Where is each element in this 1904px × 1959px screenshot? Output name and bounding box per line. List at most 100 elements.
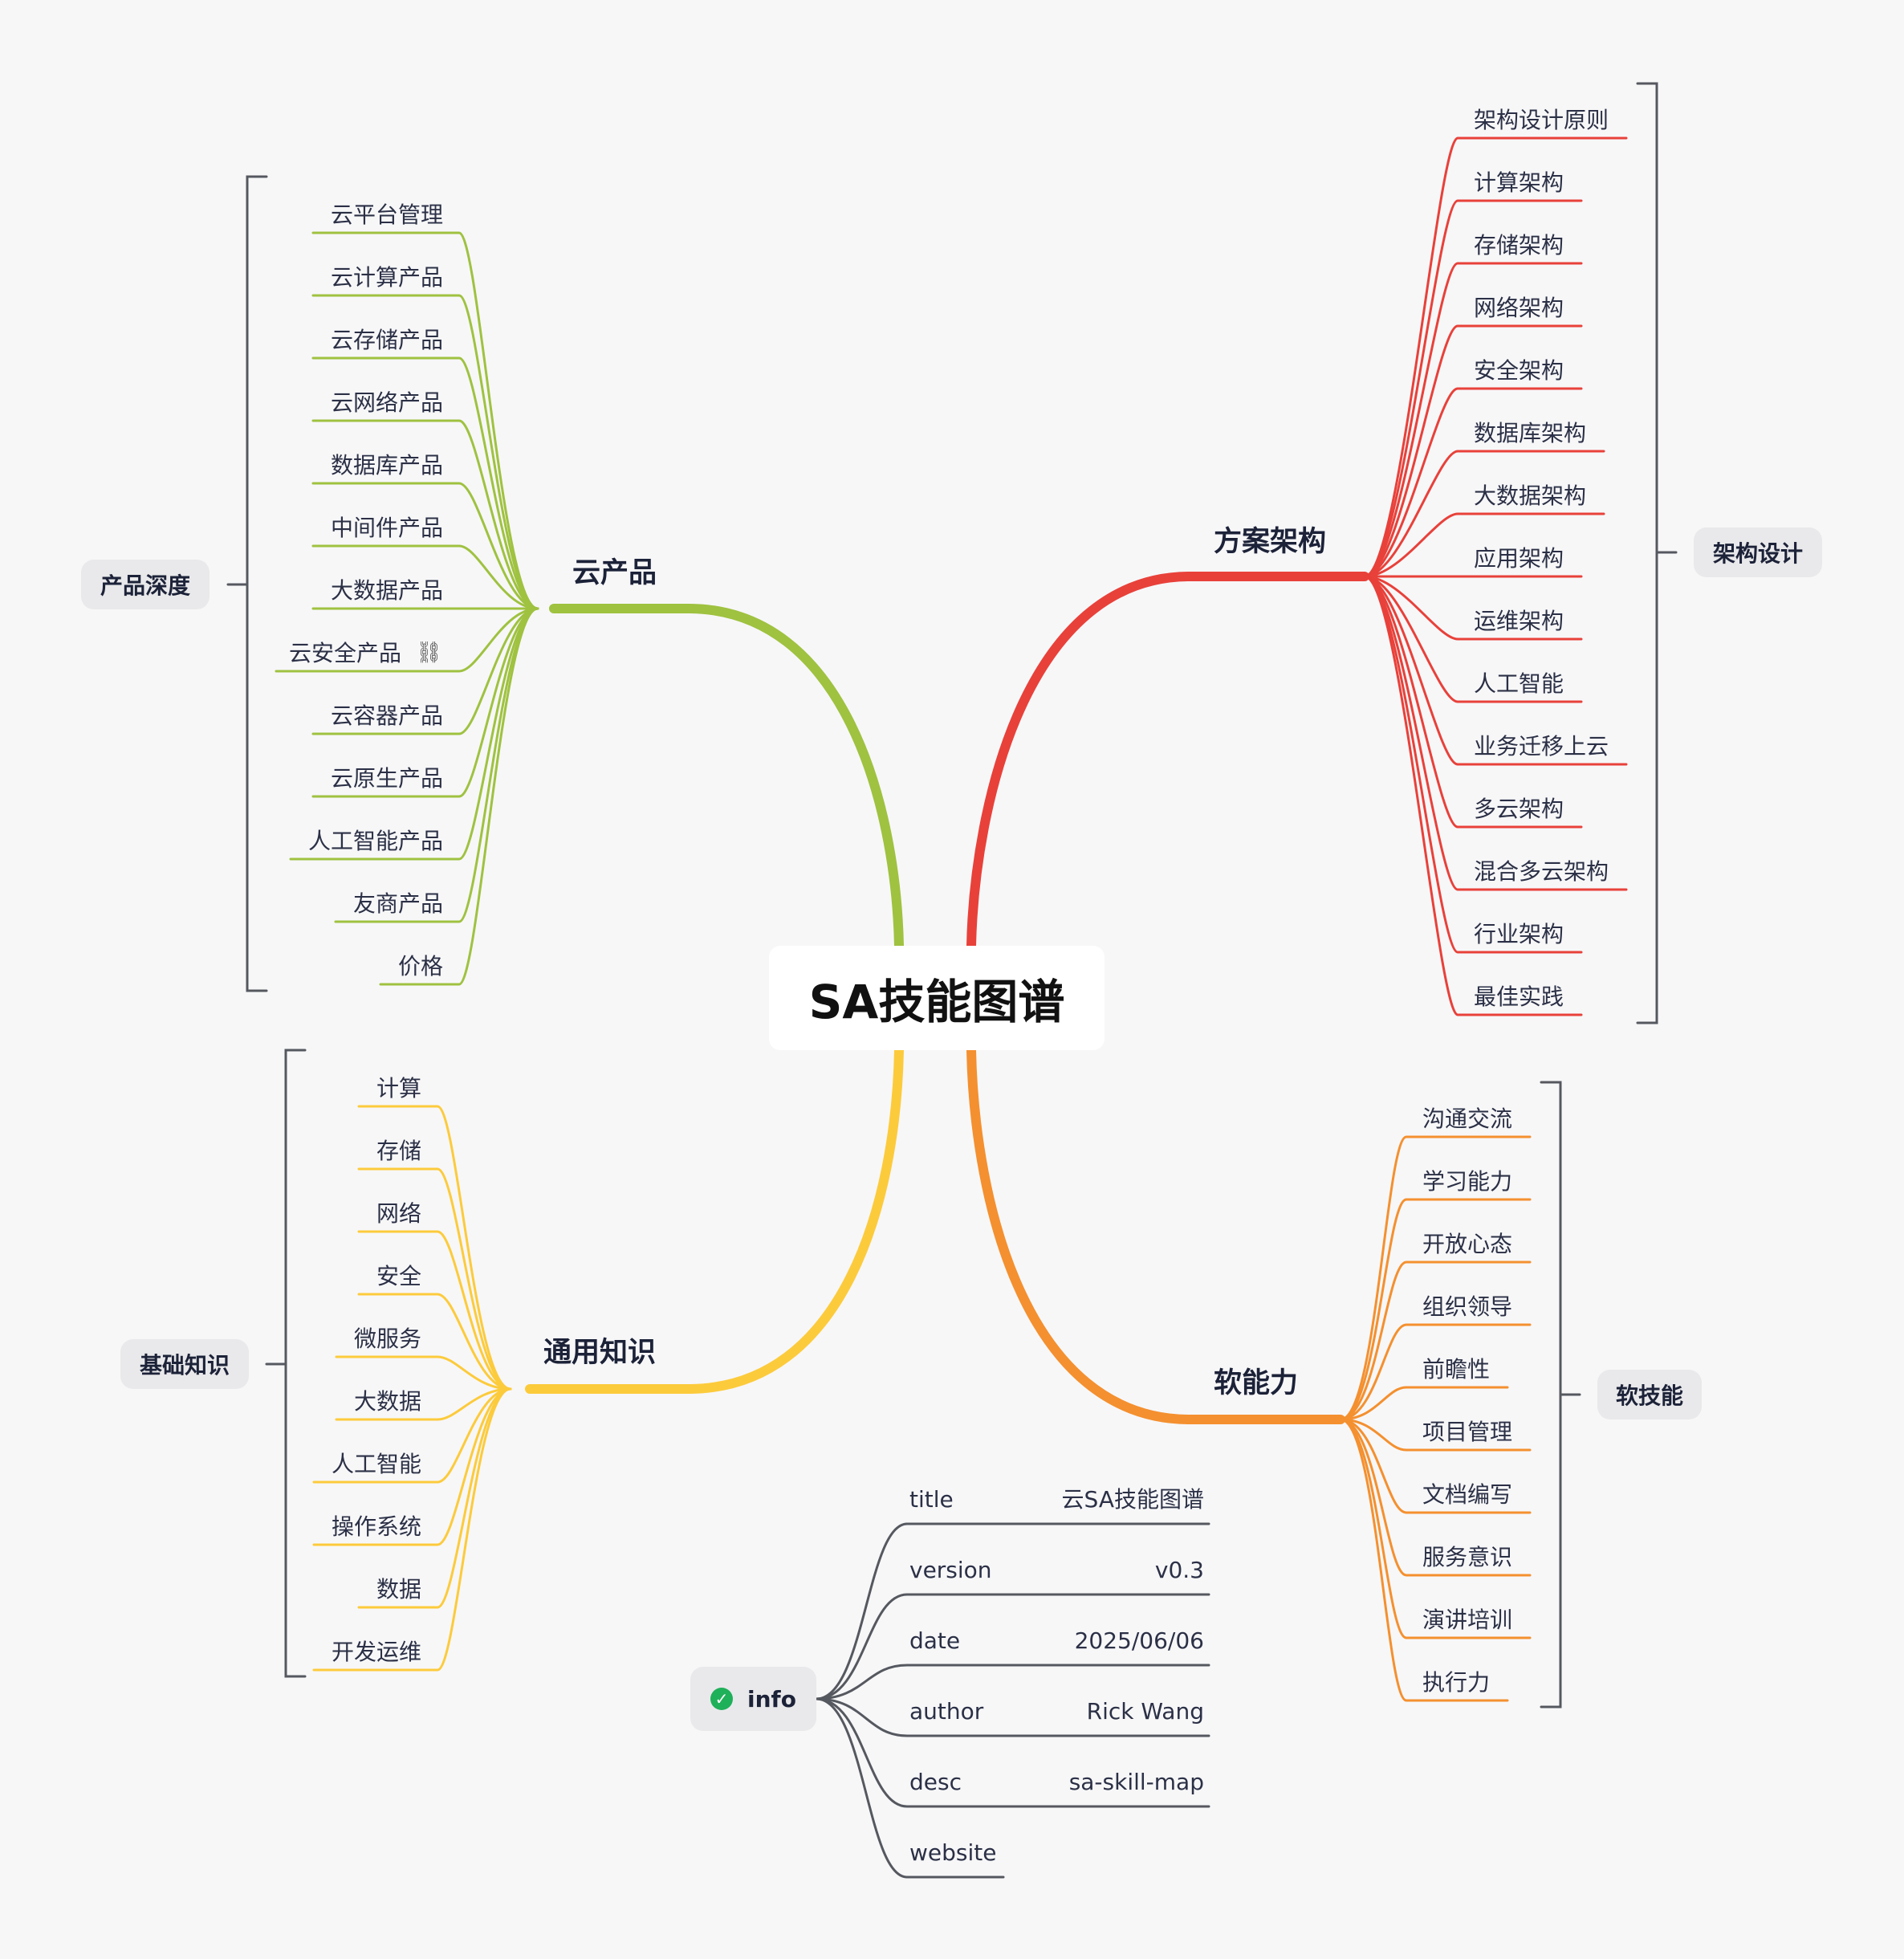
general-knowledge-link-5 — [335, 1387, 512, 1421]
solution-architecture-item[interactable]: 应用架构 — [1474, 545, 1564, 572]
solution-architecture-link-5 — [1363, 450, 1605, 578]
cloud-products-link-11 — [334, 607, 539, 923]
info-value-desc[interactable]: sa-skill-map — [1068, 1769, 1204, 1795]
info-key-title[interactable]: title — [909, 1486, 954, 1513]
cloud-products-link-0 — [311, 231, 539, 610]
summary-soft-skills[interactable]: 软技能 — [1597, 1370, 1702, 1419]
cloud-products-link-5 — [311, 544, 539, 610]
solution-architecture-item[interactable]: 行业架构 — [1474, 921, 1564, 947]
solution-architecture-item[interactable]: 网络架构 — [1474, 295, 1564, 321]
soft-skills-item[interactable]: 开放心态 — [1422, 1231, 1513, 1257]
soft-skills-item[interactable]: 执行力 — [1422, 1669, 1491, 1696]
soft-skills-link-7 — [1339, 1418, 1532, 1577]
solution-architecture-item[interactable]: 混合多云架构 — [1474, 858, 1609, 885]
info-key-version[interactable]: version — [909, 1557, 992, 1583]
solution-architecture-item[interactable]: 计算架构 — [1474, 169, 1564, 196]
general-knowledge-item[interactable]: 人工智能 — [331, 1451, 421, 1477]
general-knowledge-item[interactable]: 开发运维 — [331, 1639, 421, 1665]
info-value-version[interactable]: v0.3 — [1154, 1557, 1204, 1583]
cloud-products-link-2 — [311, 356, 539, 610]
soft-skills-item[interactable]: 组织领导 — [1422, 1293, 1513, 1320]
cloud-products-link-12 — [379, 607, 539, 986]
cloud-products-item[interactable]: 云原生产品 — [330, 765, 443, 792]
soft-skills-item[interactable]: 演讲培训 — [1422, 1607, 1513, 1633]
soft-skills-item[interactable]: 沟通交流 — [1422, 1106, 1513, 1132]
general-knowledge-link-9 — [312, 1387, 512, 1672]
cloud-products-item[interactable]: 大数据产品 — [330, 577, 443, 604]
summary-product-depth[interactable]: 产品深度 — [81, 560, 210, 609]
soft-skills-item[interactable]: 前瞻性 — [1422, 1356, 1491, 1383]
branch-cloud-products[interactable]: 云产品 — [572, 557, 657, 589]
cloud-products-item[interactable]: 人工智能产品 — [307, 828, 443, 854]
info-key-date[interactable]: date — [909, 1627, 961, 1654]
info-topic[interactable]: ✓ info — [690, 1667, 816, 1731]
cloud-products-item[interactable]: 云存储产品 — [330, 327, 443, 353]
solution-architecture-item[interactable]: 最佳实践 — [1474, 984, 1564, 1010]
solution-architecture-link-4 — [1363, 387, 1583, 578]
general-knowledge-link-3 — [357, 1293, 512, 1391]
soft-skills-link-3 — [1339, 1323, 1532, 1421]
cloud-products-link-3 — [311, 419, 539, 610]
info-value-title[interactable]: 云SA技能图谱 — [1061, 1486, 1204, 1513]
bracket-soft-skills — [1540, 1081, 1562, 1709]
info-link-3 — [815, 1697, 1210, 1737]
check-circle-icon: ✓ — [710, 1688, 734, 1710]
cloud-products-item[interactable]: 云安全产品 — [288, 640, 401, 666]
cloud-products-item[interactable]: 云网络产品 — [330, 389, 443, 416]
cloud-products-item[interactable]: 云容器产品 — [330, 703, 443, 729]
info-key-desc[interactable]: desc — [909, 1769, 962, 1795]
info-value-date[interactable]: 2025/06/06 — [1074, 1627, 1204, 1654]
soft-skills-link-8 — [1339, 1418, 1532, 1639]
solution-architecture-link-8 — [1363, 575, 1583, 641]
general-knowledge-item[interactable]: 存储 — [376, 1138, 421, 1164]
solution-architecture-item[interactable]: 大数据架构 — [1474, 483, 1587, 509]
cloud-products-item[interactable]: 云平台管理 — [330, 202, 443, 228]
general-knowledge-item[interactable]: 操作系统 — [331, 1513, 421, 1540]
branch-general-knowledge[interactable]: 通用知识 — [543, 1337, 657, 1369]
general-knowledge-item[interactable]: 网络 — [376, 1200, 421, 1227]
solution-architecture-link-6 — [1363, 512, 1605, 578]
info-key-website[interactable]: website — [909, 1839, 997, 1866]
root-topic[interactable]: SA技能图谱 — [769, 946, 1105, 1050]
general-knowledge-item[interactable]: 计算 — [376, 1075, 421, 1102]
solution-architecture-item[interactable]: 架构设计原则 — [1474, 107, 1609, 133]
cloud-products-item[interactable]: 数据库产品 — [330, 452, 443, 479]
info-link-1 — [815, 1593, 1210, 1700]
main-link-soft-skills — [966, 1045, 1345, 1424]
cloud-products-link-4 — [311, 482, 539, 610]
solution-architecture-item[interactable]: 安全架构 — [1474, 357, 1564, 384]
soft-skills-item[interactable]: 学习能力 — [1422, 1168, 1513, 1195]
link-icon[interactable]: ⛓ — [416, 641, 443, 665]
info-key-author[interactable]: author — [909, 1698, 984, 1725]
solution-architecture-item[interactable]: 人工智能 — [1474, 670, 1564, 697]
cloud-products-link-1 — [311, 294, 539, 610]
info-link-5 — [815, 1697, 1005, 1879]
solution-architecture-item[interactable]: 业务迁移上云 — [1474, 733, 1609, 760]
cloud-products-item[interactable]: 中间件产品 — [330, 515, 443, 541]
soft-skills-item[interactable]: 文档编写 — [1422, 1481, 1513, 1508]
solution-architecture-item[interactable]: 数据库架构 — [1474, 420, 1587, 446]
general-knowledge-item[interactable]: 安全 — [376, 1263, 421, 1289]
cloud-products-item[interactable]: 友商产品 — [352, 890, 443, 917]
soft-skills-item[interactable]: 项目管理 — [1422, 1419, 1513, 1445]
branch-solution-architecture[interactable]: 方案架构 — [1214, 526, 1327, 558]
cloud-products-item[interactable]: 云计算产品 — [330, 264, 443, 291]
general-knowledge-link-8 — [357, 1387, 512, 1609]
general-knowledge-item[interactable]: 数据 — [376, 1576, 421, 1603]
solution-architecture-item[interactable]: 多云架构 — [1474, 796, 1564, 822]
solution-architecture-item[interactable]: 运维架构 — [1474, 608, 1564, 634]
general-knowledge-item[interactable]: 大数据 — [353, 1388, 421, 1415]
summary-architecture-design[interactable]: 架构设计 — [1694, 527, 1822, 577]
general-knowledge-item[interactable]: 微服务 — [353, 1326, 421, 1352]
info-link-0 — [815, 1522, 1210, 1700]
info-value-author[interactable]: Rick Wang — [1086, 1698, 1204, 1725]
solution-architecture-item[interactable]: 存储架构 — [1474, 232, 1564, 259]
summary-fundamentals[interactable]: 基础知识 — [120, 1339, 249, 1389]
cloud-products-link-8 — [311, 607, 539, 735]
general-knowledge-link-2 — [357, 1230, 512, 1391]
solution-architecture-link-14 — [1363, 575, 1583, 1016]
cloud-products-item[interactable]: 价格 — [397, 953, 443, 980]
soft-skills-item[interactable]: 服务意识 — [1422, 1544, 1513, 1570]
branch-soft-skills[interactable]: 软能力 — [1214, 1367, 1299, 1399]
